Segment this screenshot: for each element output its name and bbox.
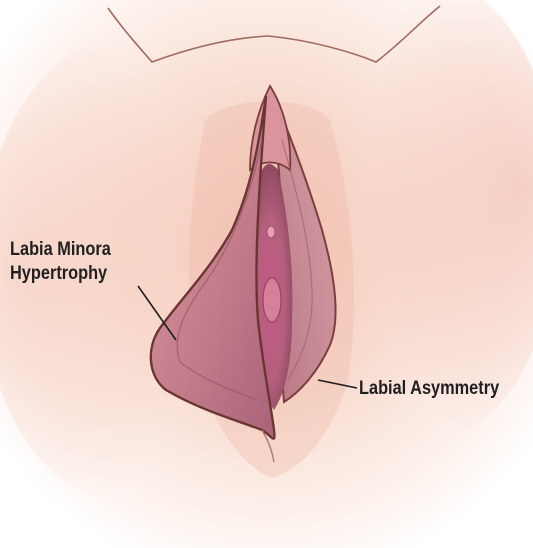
- callout-hypertrophy-line-2: Hypertrophy: [10, 262, 111, 286]
- callout-labial-asymmetry: Labial Asymmetry: [359, 377, 499, 401]
- vaginal-opening: [263, 278, 281, 322]
- callout-labia-minora-hypertrophy: Labia Minora Hypertrophy: [10, 238, 111, 286]
- urethral-opening: [267, 226, 275, 238]
- callout-hypertrophy-line-1: Labia Minora: [10, 238, 111, 262]
